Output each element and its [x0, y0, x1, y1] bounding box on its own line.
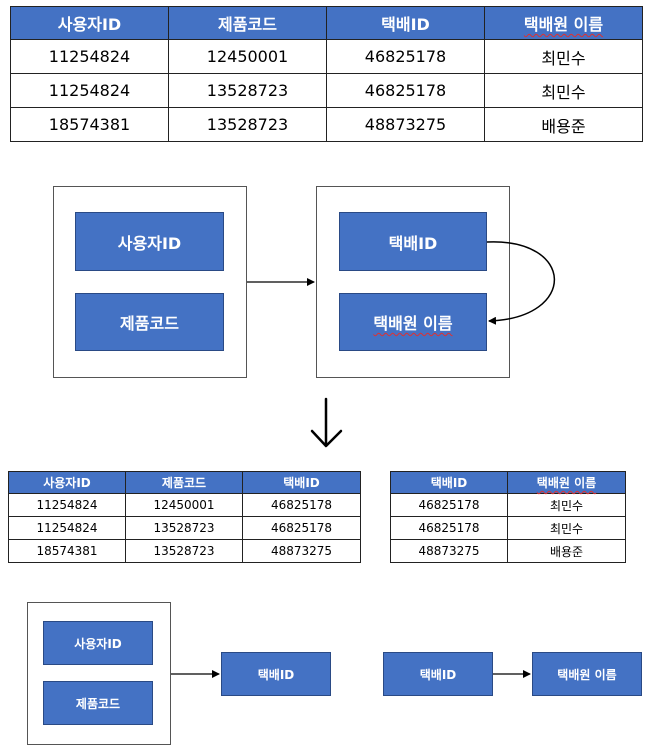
cell: 배용준 [507, 539, 626, 563]
main-table: 사용자ID 제품코드 택배ID 택배원 이름 11254824 12450001… [10, 6, 643, 142]
table-row: 18574381 13528723 48873275 [8, 539, 361, 563]
cell: 46825178 [326, 73, 485, 108]
cell: 46825178 [390, 516, 508, 540]
bottom-right-delivery-id-box: 택배ID [383, 652, 493, 696]
header-delivery-id: 택배ID [242, 471, 361, 494]
product-code-box: 제품코드 [75, 293, 224, 351]
cell: 13528723 [125, 516, 243, 540]
cell: 13528723 [168, 107, 327, 142]
bottom-delivery-id-box: 택배ID [221, 652, 331, 696]
cell: 46825178 [242, 516, 361, 540]
cell: 11254824 [8, 516, 126, 540]
cell: 12450001 [168, 39, 327, 74]
bottom-user-id-box: 사용자ID [43, 621, 153, 665]
table-row: 48873275 배용준 [390, 539, 626, 563]
table-row: 11254824 13528723 46825178 최민수 [10, 73, 643, 108]
delivery-id-box: 택배ID [339, 212, 487, 271]
bottom-courier-name-box: 택배원 이름 [532, 652, 642, 696]
table-row: 11254824 12450001 46825178 최민수 [10, 39, 643, 74]
transitive-dependency-curve-arrow [486, 241, 556, 325]
table-row: 11254824 13528723 46825178 [8, 516, 361, 540]
cell: 48873275 [390, 539, 508, 563]
user-id-box: 사용자ID [75, 212, 224, 271]
delivery-courier-table: 택배ID 택배원 이름 46825178 최민수 46825178 최민수 48… [390, 471, 626, 563]
table-row: 46825178 최민수 [390, 516, 626, 540]
table-header-row: 사용자ID 제품코드 택배ID [8, 471, 361, 494]
cell: 11254824 [8, 493, 126, 517]
header-user-id: 사용자ID [10, 6, 169, 40]
decomposition-down-arrow [310, 397, 343, 448]
cell: 13528723 [168, 73, 327, 108]
cell: 최민수 [507, 516, 626, 540]
cell: 13528723 [125, 539, 243, 563]
cell: 11254824 [10, 73, 169, 108]
courier-name-box: 택배원 이름 [339, 293, 487, 351]
cell: 48873275 [242, 539, 361, 563]
table-row: 18574381 13528723 48873275 배용준 [10, 107, 643, 142]
cell: 최민수 [484, 39, 643, 74]
cell: 배용준 [484, 107, 643, 142]
cell: 11254824 [10, 39, 169, 74]
header-user-id: 사용자ID [8, 471, 126, 494]
cell: 48873275 [326, 107, 485, 142]
cell: 12450001 [125, 493, 243, 517]
cell: 46825178 [326, 39, 485, 74]
header-courier-name: 택배원 이름 [484, 6, 643, 40]
cell: 18574381 [10, 107, 169, 142]
table-header-row: 사용자ID 제품코드 택배ID 택배원 이름 [10, 6, 643, 40]
cell: 18574381 [8, 539, 126, 563]
user-product-table: 사용자ID 제품코드 택배ID 11254824 12450001 468251… [8, 471, 361, 563]
bottom-product-code-box: 제품코드 [43, 681, 153, 725]
